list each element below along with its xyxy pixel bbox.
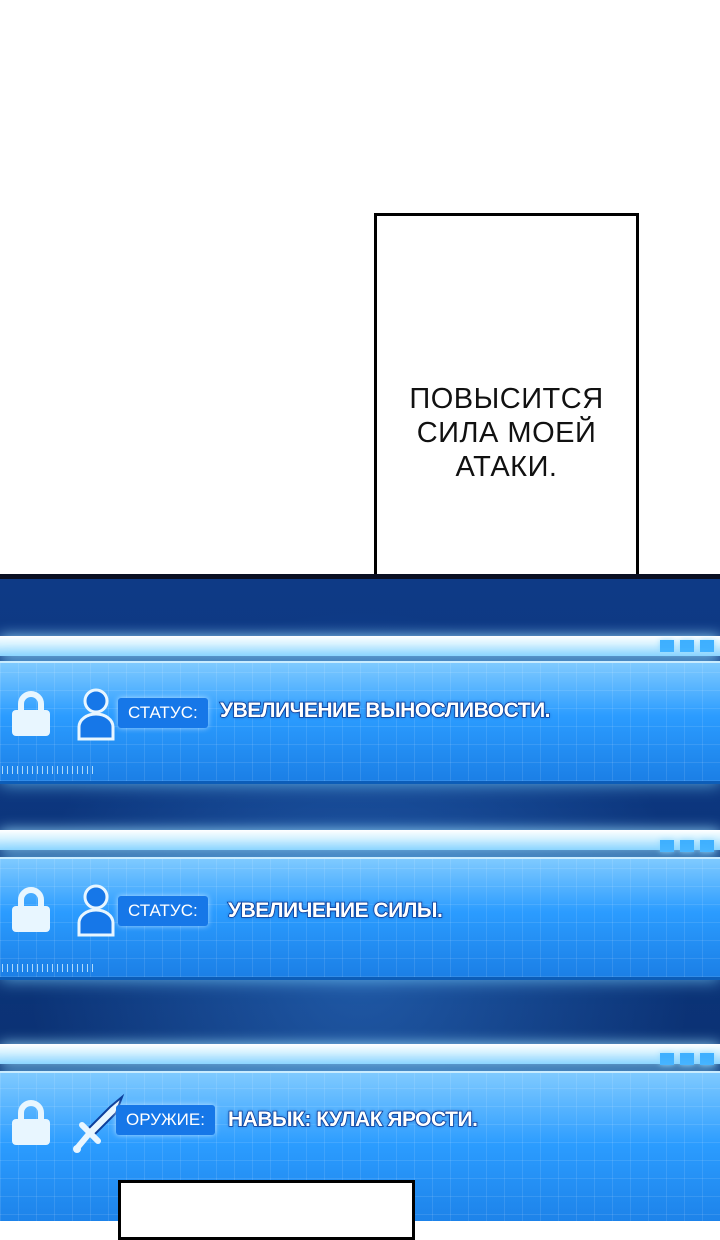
speech-line-1: ПОВЫСИТСЯ (409, 382, 604, 415)
status-row-2: СТАТУС: УВЕЛИЧЕНИЕ СИЛЫ. (0, 857, 720, 980)
system-status-panel: СТАТУС: УВЕЛИЧЕНИЕ ВЫНОСЛИВОСТИ. СТАТУС:… (0, 574, 720, 1221)
person-icon (77, 884, 115, 937)
status-value: НАВЫК: КУЛАК ЯРОСТИ. (227, 1107, 479, 1132)
status-label: СТАТУС: (118, 896, 208, 926)
tick-marks-decoration (2, 766, 94, 774)
status-value: УВЕЛИЧЕНИЕ ВЫНОСЛИВОСТИ. (219, 698, 551, 723)
panel-dots-decoration (660, 840, 714, 852)
panel-dots-decoration (660, 1053, 714, 1065)
sword-icon (73, 1093, 125, 1153)
status-value: УВЕЛИЧЕНИЕ СИЛЫ. (227, 898, 443, 923)
panel-glow-bar (0, 636, 720, 656)
status-row-1: СТАТУС: УВЕЛИЧЕНИЕ ВЫНОСЛИВОСТИ. (0, 661, 720, 784)
person-icon (77, 688, 115, 741)
lock-icon (12, 887, 50, 932)
status-label: СТАТУС: (118, 698, 208, 728)
weapon-label: ОРУЖИЕ: (116, 1105, 215, 1135)
speech-line-3: АТАКИ. (455, 450, 558, 483)
speech-bubble-text: ПОВЫСИТСЯ СИЛА МОЕЙ АТАКИ. (409, 382, 603, 484)
lock-icon (12, 1100, 50, 1145)
panel-glow-bar (0, 1044, 720, 1064)
next-panel-frame (118, 1180, 415, 1240)
status-row-3: ОРУЖИЕ: НАВЫК: КУЛАК ЯРОСТИ. (0, 1071, 720, 1221)
speech-line-2: СИЛА МОЕЙ (416, 416, 597, 449)
tick-marks-decoration (2, 964, 94, 972)
lock-icon (12, 691, 50, 736)
panel-dots-decoration (660, 640, 714, 652)
panel-glow-bar (0, 830, 720, 850)
